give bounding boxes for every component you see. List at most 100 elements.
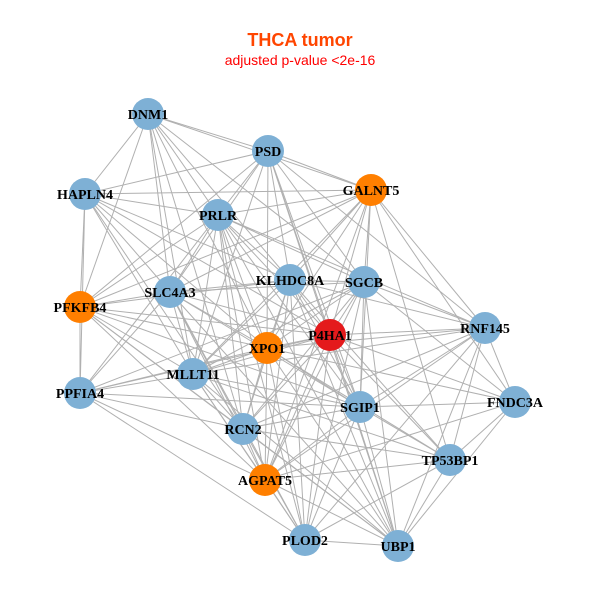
edge-psd-hapln4 xyxy=(84,150,269,195)
edge-p4ha1-tp53bp1 xyxy=(329,334,451,461)
node-label: PFKFB4 xyxy=(54,301,107,316)
node-label: XPO1 xyxy=(249,342,286,357)
edge-hapln4-slc4a3 xyxy=(84,193,171,293)
edge-psd-sgcb xyxy=(267,150,365,283)
edge-xpo1-ppfia4 xyxy=(79,347,268,394)
node-circle xyxy=(227,413,259,445)
edge-prlr-ppfia4 xyxy=(79,214,219,394)
node-label: PSD xyxy=(255,145,281,160)
edge-prlr-klhdc8a xyxy=(217,214,291,281)
edge-pfkfb4-agpat5 xyxy=(79,306,266,481)
node-circle xyxy=(434,444,466,476)
edge-sgcb-ppfia4 xyxy=(79,281,365,394)
edge-prlr-ubp1 xyxy=(217,214,399,547)
node-fndc3a[interactable]: FNDC3A xyxy=(487,386,544,418)
edge-slc4a3-p4ha1 xyxy=(169,291,331,336)
edge-slc4a3-ppfia4 xyxy=(79,291,171,394)
edge-p4ha1-fndc3a xyxy=(329,334,516,403)
node-sgcb[interactable]: SGCB xyxy=(345,266,383,298)
node-label: MLLT11 xyxy=(166,368,219,383)
edge-galnt5-prlr xyxy=(217,189,372,216)
edge-slc4a3-ubp1 xyxy=(169,291,399,547)
edge-galnt5-fndc3a xyxy=(370,189,516,403)
edge-xpo1-plod2 xyxy=(266,347,306,541)
edge-agpat5-ubp1 xyxy=(264,479,399,547)
edge-mllt11-ppfia4 xyxy=(79,373,194,394)
edge-prlr-rnf145 xyxy=(217,214,486,329)
edge-rnf145-rcn2 xyxy=(242,327,486,430)
edge-prlr-mllt11 xyxy=(192,214,219,375)
node-rcn2[interactable]: RCN2 xyxy=(224,413,262,445)
edge-rcn2-ubp1 xyxy=(242,428,399,547)
edge-xpo1-agpat5 xyxy=(264,347,268,481)
edge-klhdc8a-agpat5 xyxy=(264,279,291,481)
edge-sgcb-slc4a3 xyxy=(169,281,365,293)
edge-p4ha1-rcn2 xyxy=(242,334,331,430)
node-tp53bp1[interactable]: TP53BP1 xyxy=(422,444,479,476)
edge-klhdc8a-rnf145 xyxy=(289,279,486,329)
node-agpat5[interactable]: AGPAT5 xyxy=(238,464,292,496)
edge-hapln4-galnt5 xyxy=(84,189,372,195)
edge-fndc3a-sgip1 xyxy=(359,401,516,408)
edge-psd-klhdc8a xyxy=(267,150,291,281)
node-mllt11[interactable]: MLLT11 xyxy=(166,358,220,390)
node-p4ha1[interactable]: P4HA1 xyxy=(308,319,352,351)
node-circle xyxy=(177,358,209,390)
edge-dnm1-klhdc8a xyxy=(147,113,291,281)
node-circle xyxy=(251,332,283,364)
node-slc4a3[interactable]: SLC4A3 xyxy=(144,276,196,308)
edge-mllt11-ubp1 xyxy=(192,373,399,547)
edge-rnf145-sgip1 xyxy=(359,327,486,408)
node-xpo1[interactable]: XPO1 xyxy=(249,332,286,364)
node-circle xyxy=(69,178,101,210)
node-label: GALNT5 xyxy=(343,184,400,199)
edge-ppfia4-plod2 xyxy=(79,392,306,541)
edge-rnf145-mllt11 xyxy=(192,327,486,375)
edge-sgip1-ubp1 xyxy=(359,406,399,547)
node-pfkfb4[interactable]: PFKFB4 xyxy=(54,291,107,323)
node-klhdc8a[interactable]: KLHDC8A xyxy=(256,264,325,296)
edge-tp53bp1-ubp1 xyxy=(397,459,451,547)
edge-hapln4-prlr xyxy=(84,193,219,216)
node-label: PRLR xyxy=(199,209,238,224)
node-label: HAPLN4 xyxy=(57,188,113,203)
node-ubp1[interactable]: UBP1 xyxy=(381,530,416,562)
node-galnt5[interactable]: GALNT5 xyxy=(343,174,400,206)
edge-klhdc8a-mllt11 xyxy=(192,279,291,375)
edge-galnt5-klhdc8a xyxy=(289,189,372,281)
figure-subtitle: adjusted p-value <2e-16 xyxy=(224,52,376,68)
node-plod2[interactable]: PLOD2 xyxy=(282,524,328,556)
edge-prlr-sgcb xyxy=(217,214,365,283)
edge-galnt5-tp53bp1 xyxy=(370,189,451,461)
edge-galnt5-slc4a3 xyxy=(169,189,372,293)
node-sgip1[interactable]: SGIP1 xyxy=(340,391,380,423)
node-circle xyxy=(344,391,376,423)
node-circle xyxy=(249,464,281,496)
edge-rnf145-xpo1 xyxy=(266,327,486,349)
edge-psd-xpo1 xyxy=(266,150,269,349)
edge-slc4a3-agpat5 xyxy=(169,291,266,481)
node-circle xyxy=(499,386,531,418)
edge-hapln4-mllt11 xyxy=(84,193,194,375)
node-label: P4HA1 xyxy=(308,329,352,344)
edge-galnt5-pfkfb4 xyxy=(79,189,372,308)
node-rnf145[interactable]: RNF145 xyxy=(460,312,510,344)
edge-sgip1-agpat5 xyxy=(264,406,361,481)
edge-rnf145-tp53bp1 xyxy=(449,327,486,461)
edge-sgcb-agpat5 xyxy=(264,281,365,481)
node-ppfia4[interactable]: PPFIA4 xyxy=(56,377,104,409)
node-hapln4[interactable]: HAPLN4 xyxy=(57,178,113,210)
edge-dnm1-prlr xyxy=(147,113,219,216)
node-circle xyxy=(382,530,414,562)
edge-pfkfb4-mllt11 xyxy=(79,306,194,375)
node-prlr[interactable]: PRLR xyxy=(199,199,238,231)
edge-dnm1-psd xyxy=(147,113,269,152)
node-dnm1[interactable]: DNM1 xyxy=(128,98,168,130)
edge-klhdc8a-slc4a3 xyxy=(169,279,291,293)
edge-sgip1-rcn2 xyxy=(242,406,361,430)
edge-mllt11-sgip1 xyxy=(192,373,361,408)
edge-sgcb-sgip1 xyxy=(359,281,365,408)
edge-xpo1-fndc3a xyxy=(266,347,516,403)
node-psd[interactable]: PSD xyxy=(252,135,284,167)
